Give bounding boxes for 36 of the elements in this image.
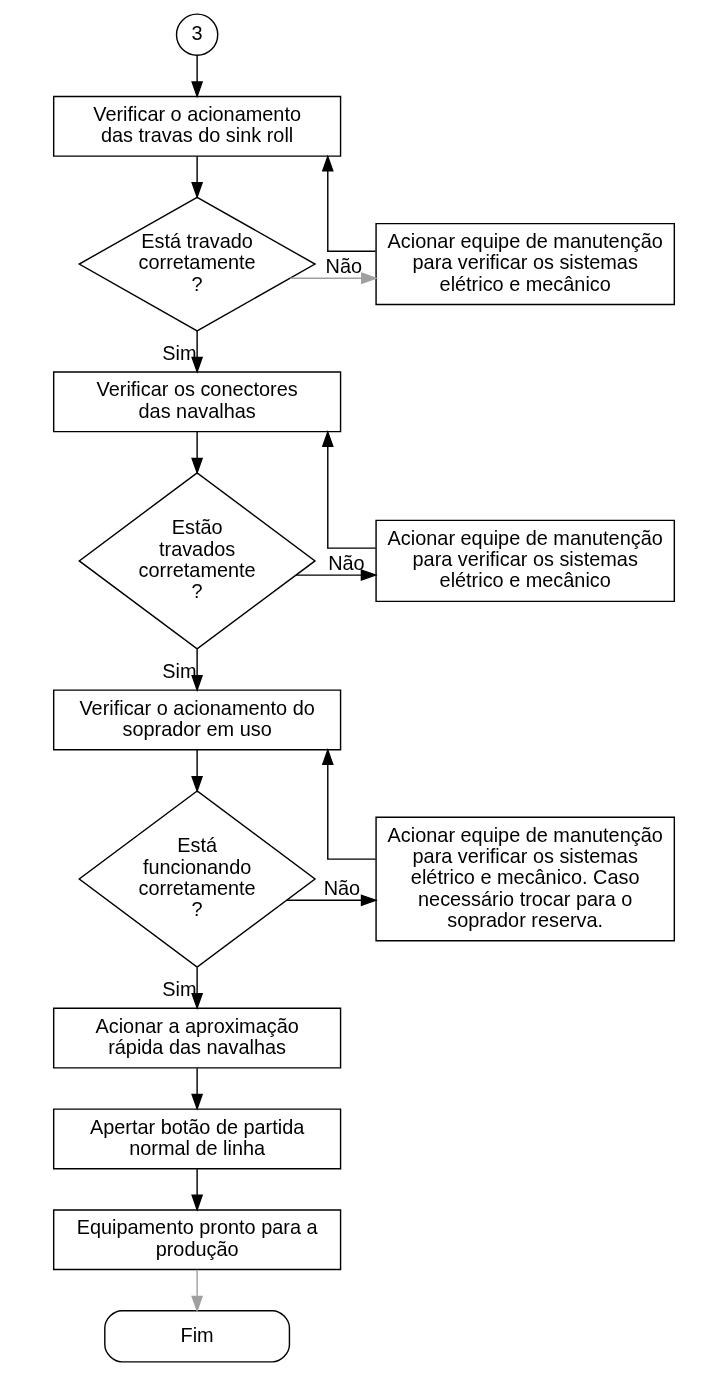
arrow xyxy=(191,966,204,1011)
edge-label: Sim xyxy=(162,660,197,683)
node-diamond: Está funcionando corretamente ? xyxy=(78,790,317,968)
node-diamond: Estão travados corretamente ? xyxy=(78,471,317,650)
arrow xyxy=(191,648,204,692)
arrow xyxy=(191,155,204,200)
node-box: Acionar a aproximação rápida das navalhas xyxy=(52,1007,342,1069)
arrow xyxy=(295,569,378,582)
node-box: Equipamento pronto para a produção xyxy=(52,1209,342,1271)
edge-label: Não xyxy=(325,254,362,277)
node-diamond: Está travado corretamente ? xyxy=(77,196,317,332)
arrow xyxy=(191,1269,204,1313)
node-box: Acionar equipe de manutenção para verificar os sistemas elétrico e mecânico xyxy=(375,519,676,603)
arrow xyxy=(191,54,204,99)
node-box: Acionar equipe de manutenção para verificar os sistemas elétrico e mecânico xyxy=(375,222,676,306)
node-box: Fim xyxy=(104,1310,291,1363)
edge-label: Sim xyxy=(162,342,197,365)
node-box: Verificar o acionamento das travas do sink roll xyxy=(52,95,342,157)
arrow xyxy=(191,749,204,793)
arrow xyxy=(286,894,378,907)
arrow xyxy=(191,1168,204,1212)
arrow xyxy=(191,431,204,475)
edge-label: Sim xyxy=(162,978,197,1001)
node-box: Acionar equipe de manutenção para verificar os sistemas elétrico e mecânico. Caso necessário trocar para o soprador reserva. xyxy=(375,816,676,942)
arrow xyxy=(321,748,377,860)
edge-label: Não xyxy=(323,876,361,899)
arrow xyxy=(191,330,204,374)
edge-label: Não xyxy=(328,551,365,574)
node-circle: 3 xyxy=(175,13,219,56)
node-box: Verificar o acionamento do soprador em uso xyxy=(52,689,342,751)
arrow xyxy=(191,1067,204,1111)
arrow xyxy=(289,272,379,285)
arrow xyxy=(321,154,377,252)
node-box: Verificar os conectores das navalhas xyxy=(52,371,342,433)
node-box: Apertar botão de partida normal de linha xyxy=(52,1108,342,1170)
arrow xyxy=(321,430,377,549)
